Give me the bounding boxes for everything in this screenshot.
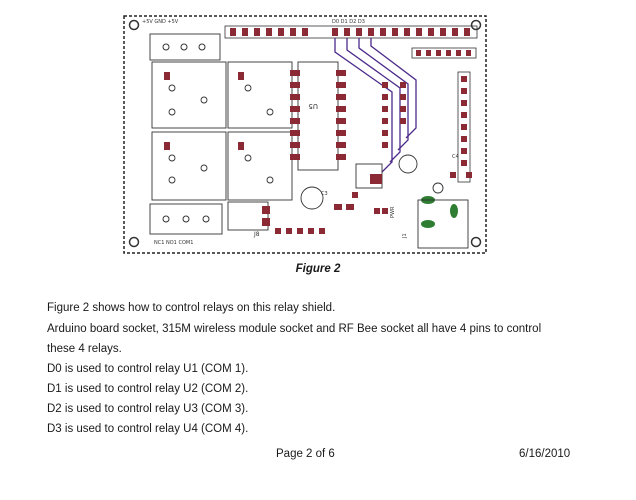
capacitor-c3 [300, 186, 324, 210]
mount-hole [470, 236, 482, 248]
c4-label: C4 [452, 154, 459, 160]
mount-hole [128, 19, 140, 31]
footer-date: 6/16/2010 [519, 448, 571, 460]
capacitor-c4 [398, 154, 418, 174]
paragraph-line: Arduino board socket, 315M wireless modu… [47, 323, 542, 335]
paragraph-line: D2 is used to control relay U3 (COM 3). [47, 403, 249, 415]
paragraph-line: D1 is used to control relay U2 (COM 2). [47, 383, 249, 395]
paragraph-line: D3 is used to control relay U4 (COM 4). [47, 423, 249, 435]
bottom-left-label: NC1 NO1 COM1 [154, 240, 193, 246]
paragraph-line: Figure 2 shows how to control relays on … [47, 302, 336, 314]
mount-hole [470, 19, 482, 31]
relay-u1 [151, 61, 227, 129]
paragraph-line: these 4 relays. [47, 343, 122, 355]
top-pin-label: D0 D1 D2 D3 [332, 19, 365, 25]
top-left-label: +5V GND +5V [142, 19, 179, 25]
pwr-label: PWR [390, 206, 396, 218]
figure-caption: Figure 2 [295, 263, 341, 275]
ic-u5 [297, 61, 339, 171]
paragraph-line: D0 is used to control relay U1 (COM 1). [47, 363, 249, 375]
mount-hole [128, 236, 140, 248]
board-outline [123, 15, 487, 254]
relay-u4 [227, 131, 293, 201]
footer-page-number: Page 2 of 6 [276, 448, 335, 460]
c3-label: C3 [321, 191, 328, 197]
j8-label: J8 [253, 231, 260, 238]
figure-2-pcb-diagram: D0 D1 D2 D3 +5V GND +5V NC1 NO1 COM1 J8 [120, 12, 490, 257]
relay-u2 [151, 131, 227, 201]
u5-label: U5 [308, 102, 318, 110]
j1-label: J1 [402, 233, 408, 239]
